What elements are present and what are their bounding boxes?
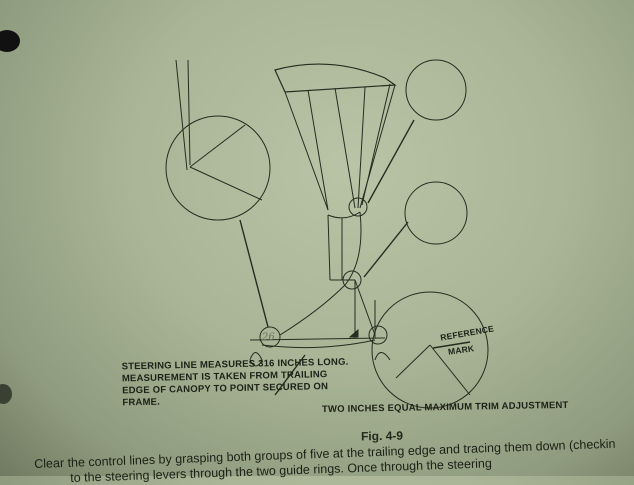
binder-hole: [0, 30, 20, 52]
detail-circles: [165, 59, 489, 409]
figure-caption: Fig. 4-9: [360, 428, 404, 444]
binder-hole: [0, 384, 12, 404]
steering-line-note: STEERING LINE MEASURES 316 INCHES LONG. …: [121, 356, 349, 409]
canopy: [274, 63, 397, 211]
handwritten-note: 26: [262, 332, 275, 343]
pointer-arrows: [239, 119, 471, 396]
